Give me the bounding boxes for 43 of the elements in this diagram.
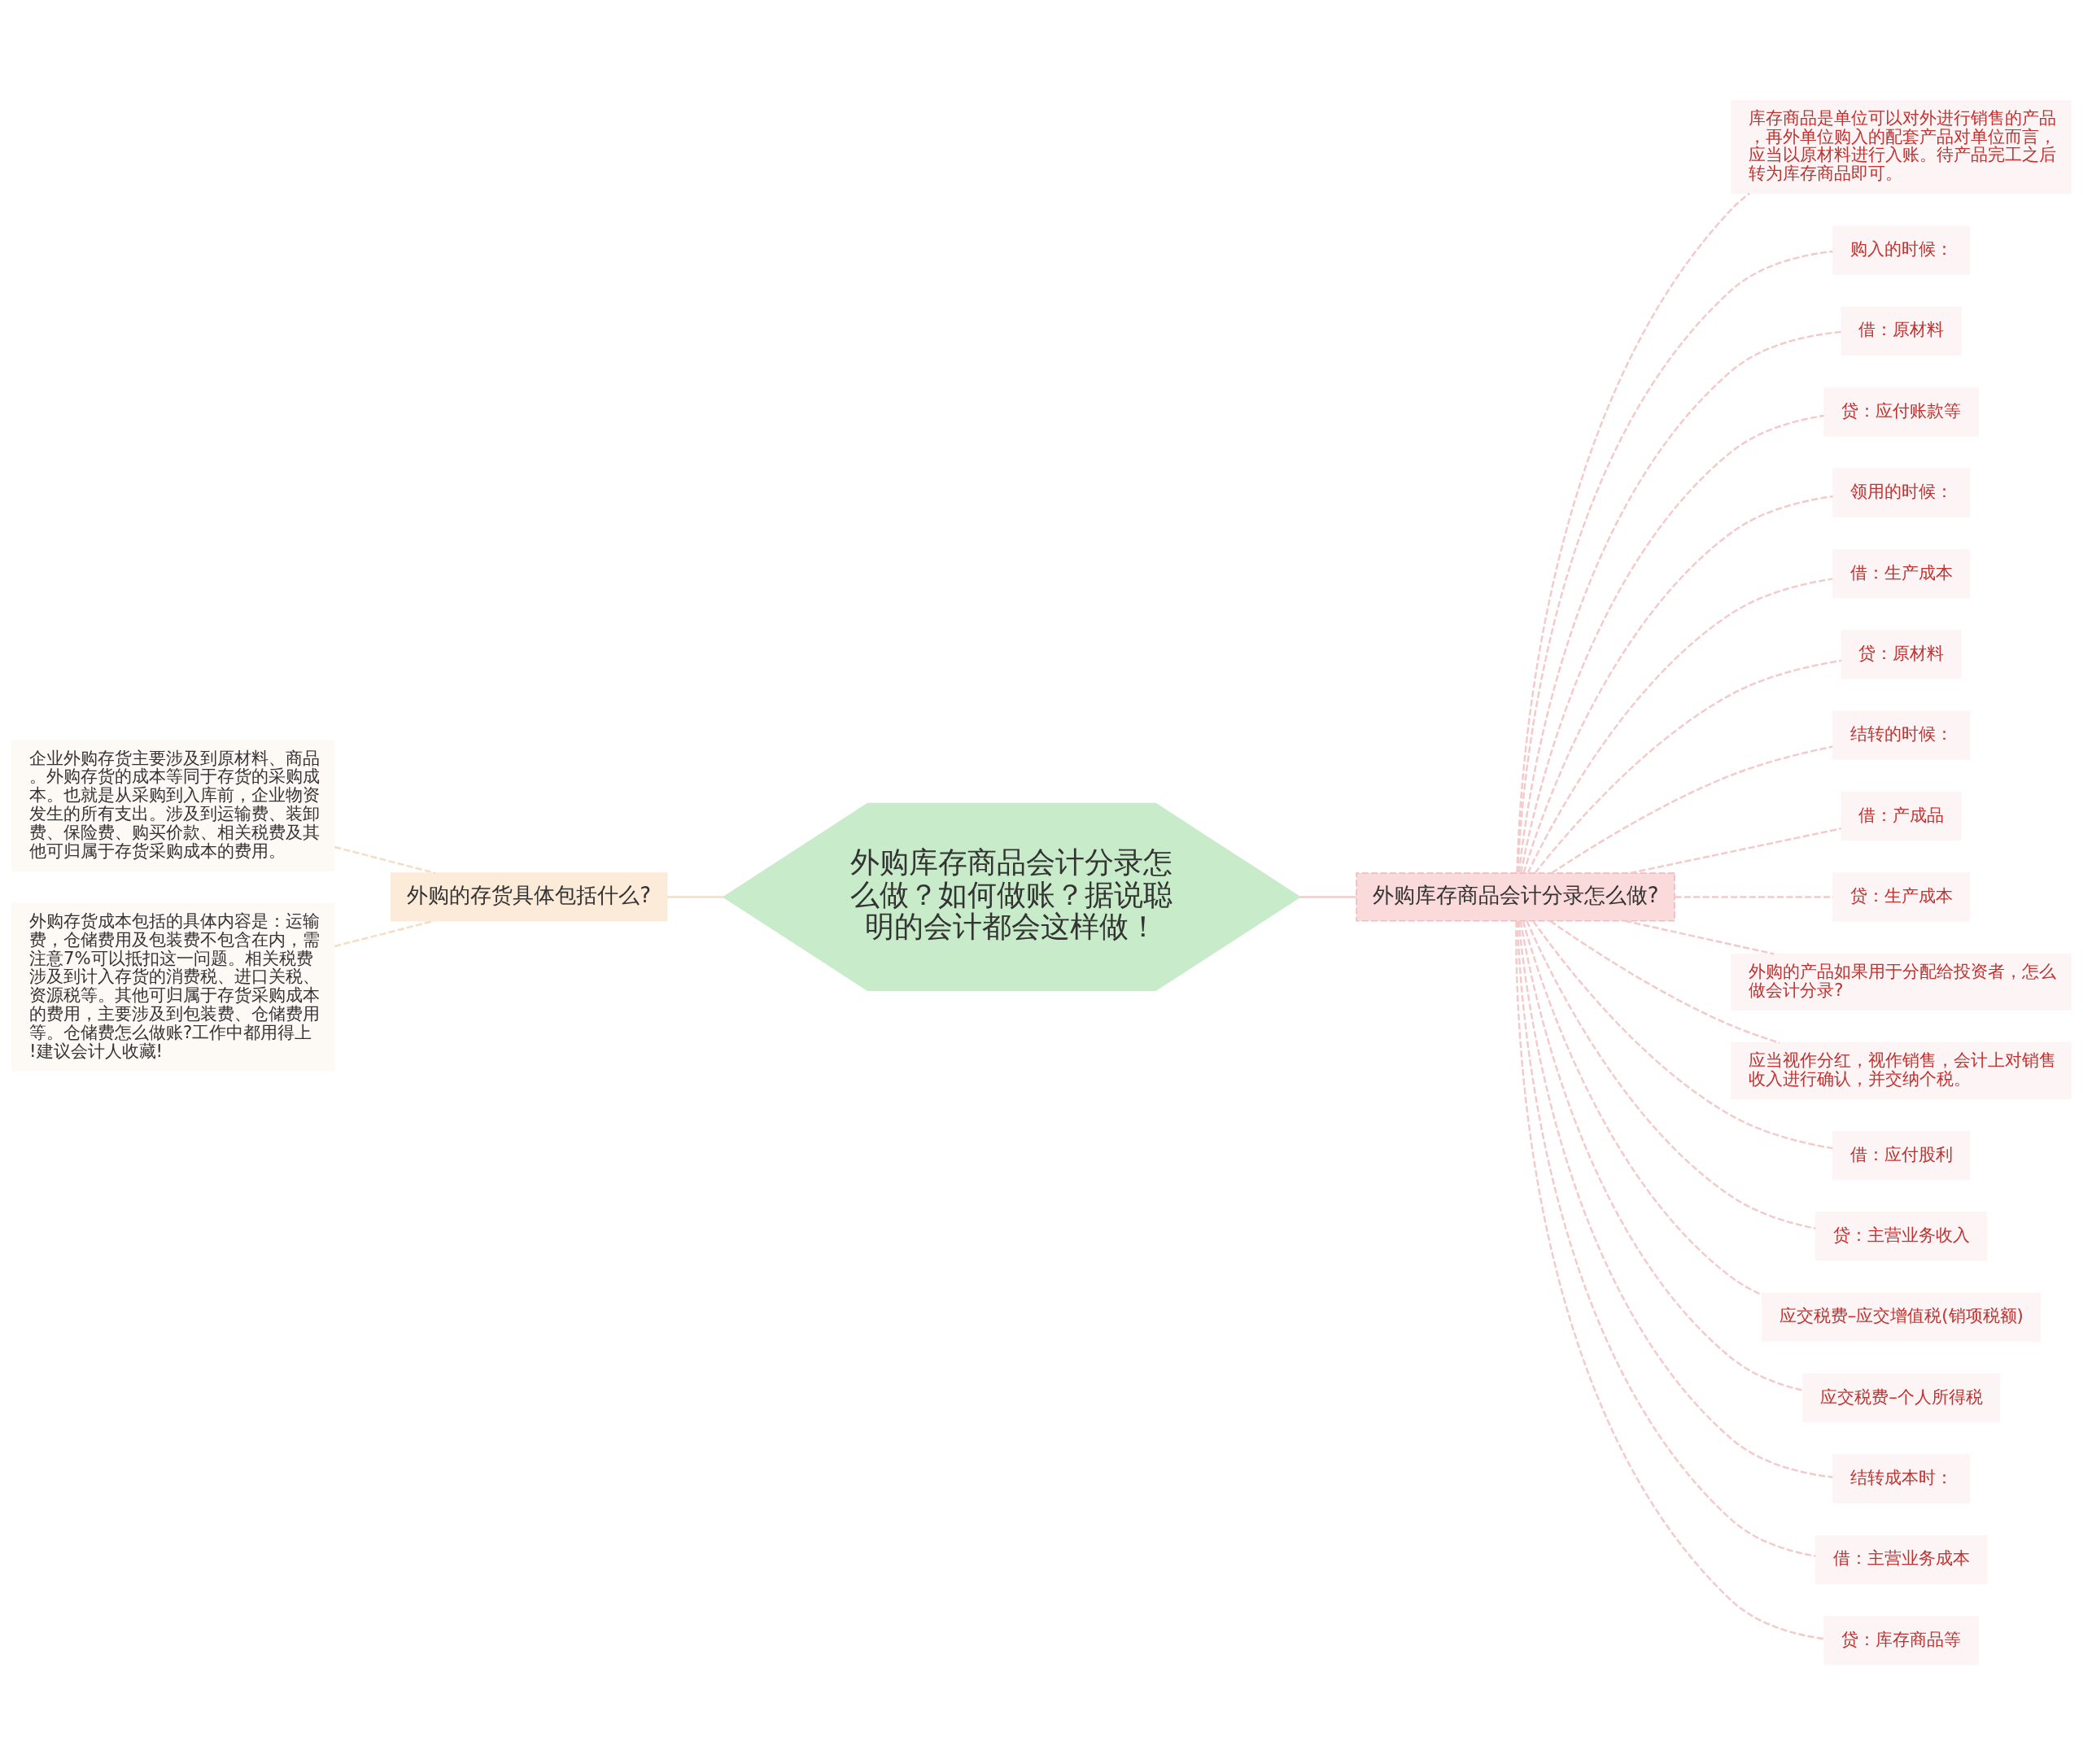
connector	[1551, 744, 1833, 874]
connector	[1532, 919, 1833, 1150]
node-box: 贷：应付账款等	[1823, 386, 1979, 436]
node-box: 贷：库存商品等	[1823, 1615, 1979, 1665]
connector	[1516, 192, 1750, 872]
connector	[1520, 414, 1824, 873]
connector	[1630, 827, 1842, 874]
connector	[1534, 659, 1842, 874]
node-box: 应交税费–应交增值税(销项税额)	[1761, 1292, 2042, 1342]
node-box: 外购存货成本包括的具体内容是：运输费，仓储费用及包装费不包含在内，需注意7%可以抵扣这一问题。相关税费涉及到计入存货的消费税、进口关税、资源税等。其他可归属于存货采购成本的费用，主要涉及到包装费、仓储费用等。仓储费怎么做账?工作中都用得上!建议会计人收藏!	[11, 902, 335, 1072]
connector	[1522, 495, 1833, 873]
node-box: 外购的产品如果用于分配给投资者，怎么做会计分录?	[1731, 953, 2072, 1011]
node-box: 结转的时候：	[1832, 710, 1971, 760]
node-box: 借：产成品	[1841, 791, 1962, 841]
connector	[1516, 250, 1833, 873]
node-box: 应当视作分红，视作销售，会计上对销售收入进行确认，并交纳个税。	[1731, 1041, 2072, 1099]
node-box: 企业外购存货主要涉及到原材料、商品。外购存货的成本等同于存货的采购成本。也就是从采购到入库前，企业物资发生的所有支出。涉及到运输费、装卸费、保险费、购买价款、相关税费及其他可归属于存货采购成本的费用。	[11, 739, 335, 871]
connector	[667, 895, 724, 898]
node-box: 借：应付股利	[1832, 1130, 1971, 1180]
node-box: 外购的存货具体包括什么?	[390, 871, 668, 922]
node-box: 应交税费–个人所得税	[1802, 1373, 2000, 1422]
connector	[1517, 330, 1842, 873]
node-box: 借：生产成本	[1832, 548, 1971, 598]
connector	[1519, 920, 1803, 1391]
node-box: 贷：原材料	[1841, 629, 1962, 679]
connector	[1517, 920, 1833, 1478]
node-box: 领用的时候：	[1832, 468, 1971, 517]
node-box: 贷：生产成本	[1832, 871, 1971, 922]
node-box: 借：原材料	[1841, 306, 1962, 356]
node-box: 贷：主营业务收入	[1814, 1211, 1988, 1260]
node-box: 借：主营业务成本	[1814, 1535, 1988, 1584]
connector	[1526, 919, 1816, 1229]
connector	[1549, 919, 1780, 1044]
node-box: 外购库存商品会计分录怎么做?	[1356, 871, 1675, 922]
node-box: 购入的时候：	[1832, 225, 1971, 275]
node-box: 库存商品是单位可以对外进行销售的产品，再外单位购入的配套产品对单位而言，应当以原材料进行入账。待产品完工之后转为库存商品即可。	[1731, 99, 2072, 194]
connector	[1526, 577, 1833, 873]
node-box: 结转成本时：	[1832, 1453, 1971, 1504]
connector	[334, 845, 436, 874]
connector	[1299, 895, 1356, 898]
connector	[1675, 895, 1833, 898]
connector	[1522, 920, 1762, 1295]
connector	[1624, 919, 1775, 955]
